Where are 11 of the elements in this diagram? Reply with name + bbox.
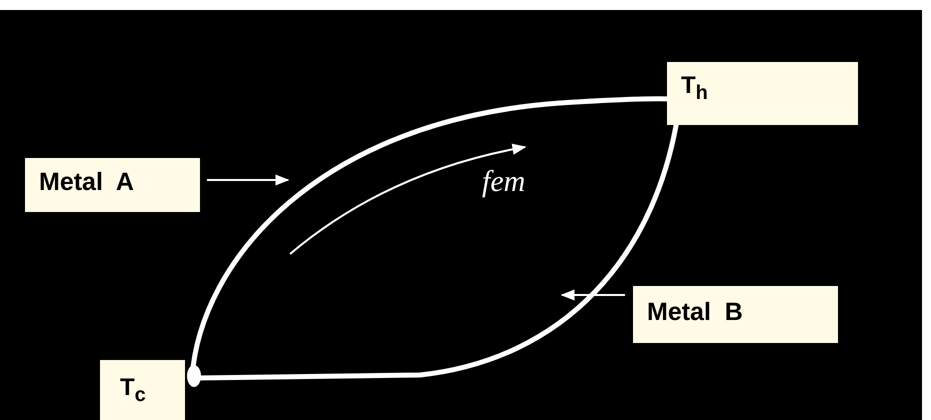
label-box bbox=[100, 360, 185, 420]
arrow bbox=[560, 289, 625, 301]
label-box bbox=[25, 158, 200, 212]
arrow bbox=[207, 174, 290, 186]
label-box bbox=[667, 62, 858, 125]
label-text: Metal B bbox=[647, 298, 743, 327]
label-box bbox=[633, 286, 838, 343]
label-text: Metal A bbox=[39, 168, 134, 197]
label-text: T$_{c}$ bbox=[120, 374, 146, 407]
label-text: T$_{h}$ bbox=[681, 72, 708, 105]
emf-label: fem bbox=[482, 165, 526, 199]
